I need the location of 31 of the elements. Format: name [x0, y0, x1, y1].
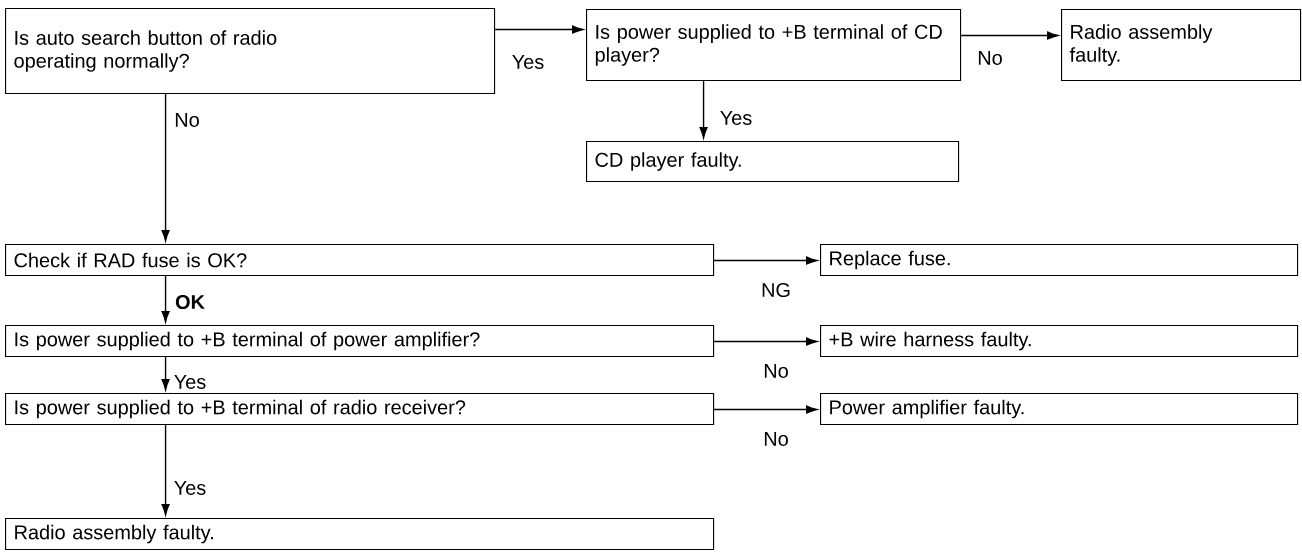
flowchart-box: Power amplifier faulty.: [820, 393, 1299, 426]
edge-label: Yes: [172, 480, 208, 496]
flowchart-box: Is auto search button of radio operating normally?: [5, 8, 496, 95]
flowchart-box: +B wire harness faulty.: [820, 325, 1299, 358]
edge-label: NG: [760, 281, 792, 299]
flowchart-box: Is power supplied to +B terminal of CD player?: [586, 9, 962, 82]
arrow: [161, 275, 170, 323]
edge-label: No: [762, 431, 790, 447]
arrow: [960, 31, 1059, 40]
edge-label: No: [976, 50, 1004, 66]
edge-label: No: [762, 363, 790, 379]
edge-label: Yes: [172, 374, 208, 390]
flowchart-box: Radio assembly faulty.: [5, 518, 715, 551]
arrow: [161, 93, 170, 242]
arrow: [494, 25, 584, 34]
arrow: [699, 80, 708, 139]
flowchart-box: Is power supplied to +B terminal of power amplifier?: [5, 325, 715, 358]
arrow: [161, 424, 170, 516]
flowchart-box: Is power supplied to +B terminal of radio receiver?: [5, 393, 715, 426]
arrow: [161, 356, 170, 391]
arrow: [713, 337, 818, 346]
flowchart-box: Radio assembly faulty.: [1061, 9, 1302, 82]
arrow: [713, 256, 818, 265]
edge-label: OK: [174, 293, 206, 311]
flowchart-box: Check if RAD fuse is OK?: [5, 244, 715, 277]
flowchart-box: Replace fuse.: [820, 244, 1299, 277]
edge-label: Yes: [510, 54, 546, 70]
edge-label: Yes: [718, 110, 754, 126]
arrow: [713, 405, 818, 414]
edge-label: No: [173, 112, 201, 128]
flowchart-box: CD player faulty.: [586, 141, 960, 183]
